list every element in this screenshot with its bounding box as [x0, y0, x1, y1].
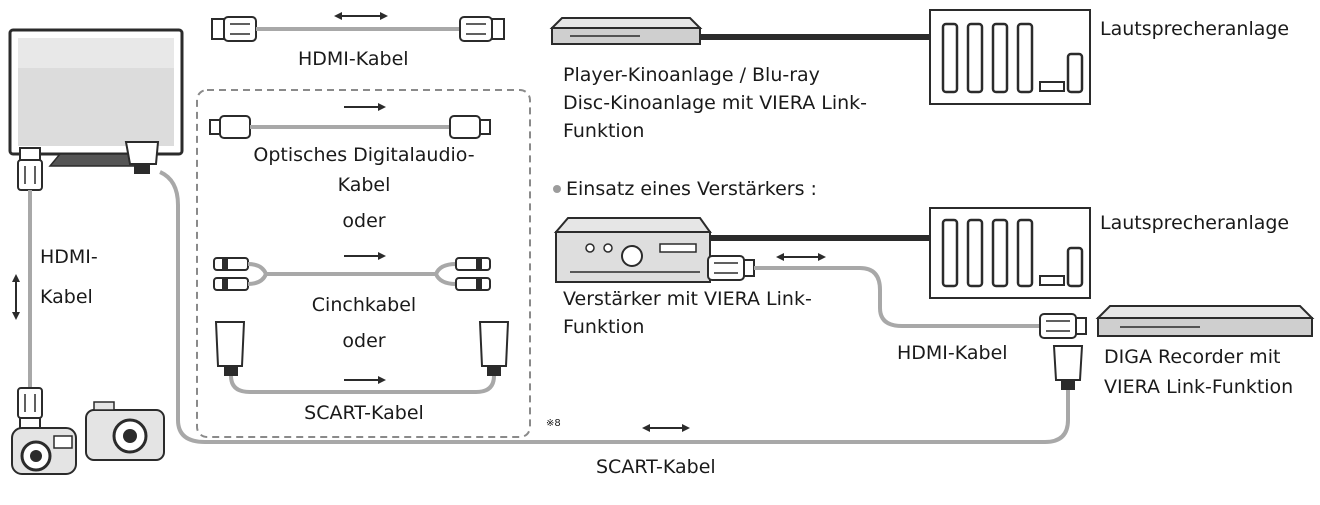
- hdmi-recorder-label: HDMI-Kabel: [897, 342, 1008, 364]
- bullet-icon: [553, 185, 561, 193]
- scart-bottom-cable: [159, 170, 1070, 444]
- diga-label-line2: VIERA Link-Funktion: [1104, 376, 1294, 398]
- amplifier-heading: Einsatz eines Verstärkers :: [566, 178, 817, 200]
- hdmi-plug-icon: [707, 255, 755, 281]
- optical-label-line2: Kabel: [337, 174, 391, 196]
- rca-plug-icon: [455, 257, 491, 291]
- optical-plug-icon: [449, 115, 491, 139]
- rca-plug-icon: [213, 257, 249, 291]
- hdmi-plug-icon: [1039, 313, 1087, 339]
- hdmi-plug-icon: [211, 16, 257, 42]
- speaker-label-top: Lautsprecheranlage: [1100, 18, 1290, 40]
- scart-bottom-label: SCART-Kabel: [596, 456, 716, 478]
- player-label-line2: Disc-Kinoanlage mit VIERA Link-: [563, 92, 868, 114]
- amplifier-label-line1: Verstärker mit VIERA Link-: [563, 288, 812, 310]
- speaker-system-icon: [929, 9, 1091, 105]
- scart-plug-icon: [1052, 345, 1084, 390]
- amplifier-label-line2: Funktion: [563, 316, 645, 338]
- camcorder-icon: [11, 427, 77, 475]
- player-label-line3: Funktion: [563, 120, 645, 142]
- hdmi-top-label: HDMI-Kabel: [298, 48, 409, 70]
- blu-ray-player-icon: [549, 17, 703, 45]
- hdmi-left-label-line2: Kabel: [40, 286, 93, 308]
- diga-label-line1: DIGA Recorder mit: [1104, 346, 1281, 368]
- camera-icon: [85, 401, 165, 461]
- player-label-line1: Player-Kinoanlage / Blu-ray: [563, 64, 820, 86]
- hdmi-recorder-cable: [754, 266, 1040, 328]
- optical-label-line1: Optisches Digitalaudio-: [253, 144, 475, 166]
- footnote-mark: ※8: [546, 418, 561, 429]
- scart-plug-icon: [214, 321, 246, 376]
- or-label-2: oder: [342, 330, 386, 352]
- recorder-icon: [1095, 305, 1315, 337]
- scart-box-label: SCART-Kabel: [304, 402, 424, 424]
- scart-box-cable: [229, 375, 496, 394]
- cinch-cable: [247, 262, 457, 286]
- scart-plug-icon: [478, 321, 510, 376]
- alternative-cables-box: [196, 89, 531, 438]
- optical-plug-icon: [209, 115, 251, 139]
- hdmi-plug-icon: [17, 147, 43, 191]
- speaker-label-middle: Lautsprecheranlage: [1100, 212, 1290, 234]
- or-label-1: oder: [342, 210, 386, 232]
- hdmi-plug-icon: [459, 16, 505, 42]
- scart-plug-icon: [124, 141, 160, 174]
- speaker-system-icon: [929, 207, 1091, 299]
- hdmi-left-label-line1: HDMI-: [40, 246, 98, 268]
- hdmi-plug-icon: [17, 387, 43, 431]
- cinch-label: Cinchkabel: [311, 294, 417, 316]
- amplifier-icon: [553, 217, 712, 283]
